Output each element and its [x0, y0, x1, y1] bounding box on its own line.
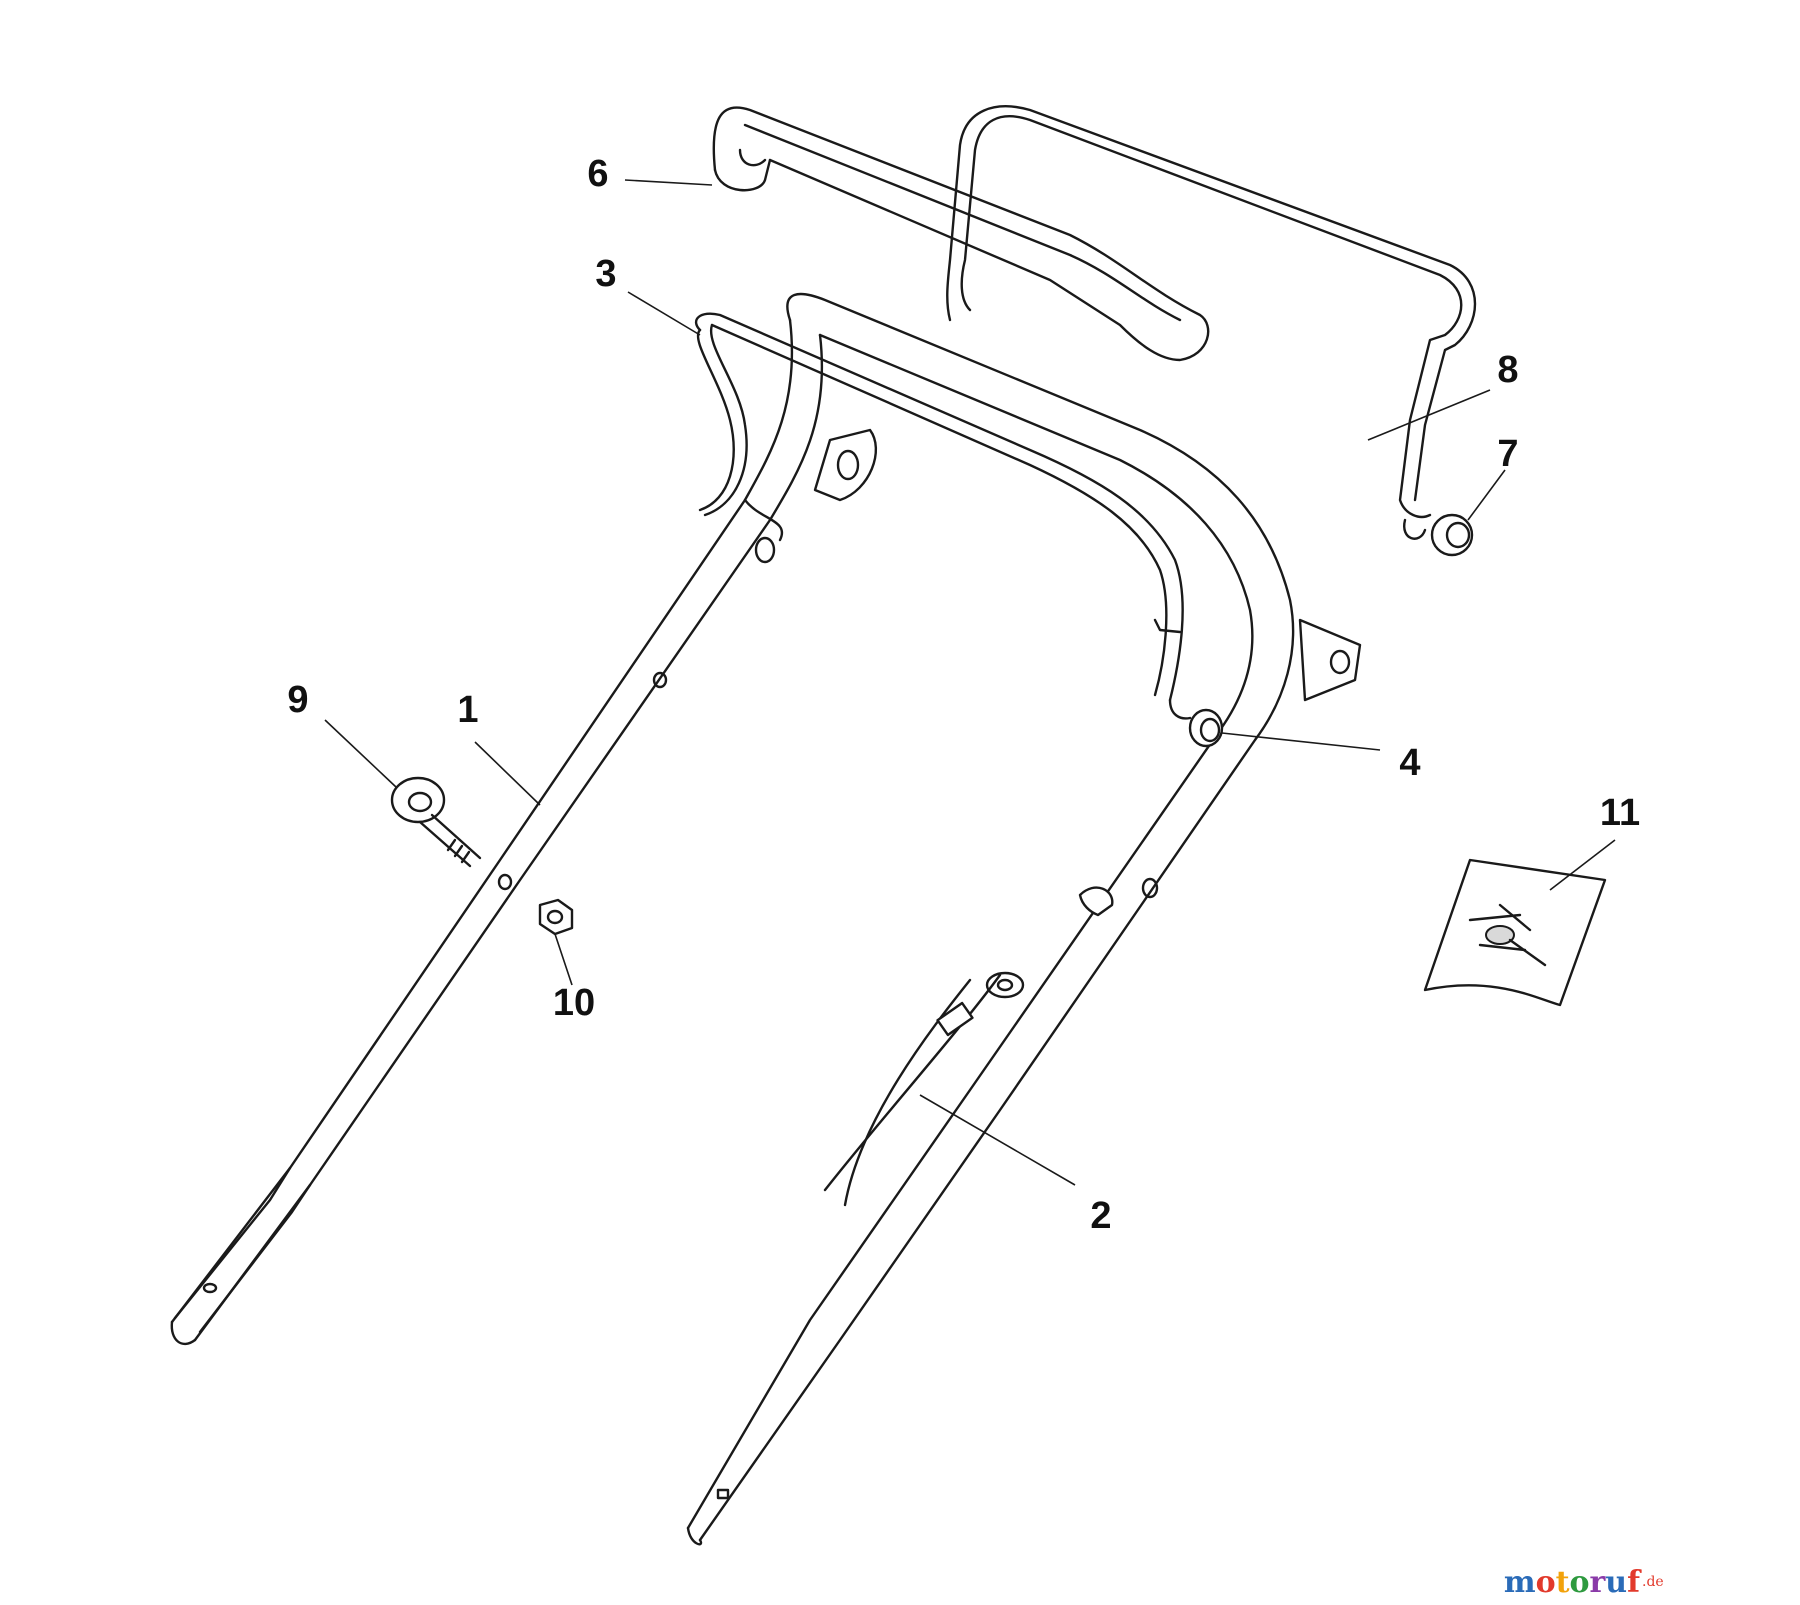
callout-6: 6	[587, 153, 608, 195]
leader-2	[919, 1094, 1076, 1186]
callout-11: 11	[1600, 792, 1640, 834]
callout-labels: 1 2 3 4 6 7 8 9 10 11	[287, 153, 1640, 1237]
callout-7: 7	[1497, 433, 1518, 475]
callout-3: 3	[595, 253, 616, 295]
leader-1	[474, 741, 541, 806]
leader-6	[624, 179, 713, 186]
part-1-lower-handle-tube	[170, 318, 878, 1346]
callout-2: 2	[1090, 1195, 1111, 1237]
part-2-upper-handle-tube	[686, 292, 1362, 1546]
part-3-control-lever	[694, 312, 1192, 720]
part-8-bail-rod	[946, 105, 1477, 540]
leader-9	[324, 719, 397, 788]
part-7-bush	[1430, 513, 1474, 557]
callout-4: 4	[1399, 742, 1420, 784]
leader-8	[1367, 389, 1491, 441]
callout-8: 8	[1497, 349, 1518, 391]
part-6-handle-grip	[712, 106, 1210, 362]
callout-10: 10	[553, 982, 595, 1024]
part-10-nut	[538, 898, 574, 936]
callout-1: 1	[457, 689, 478, 731]
leader-10	[554, 933, 573, 986]
brand-watermark: motoruf .de	[1504, 1565, 1664, 1600]
callout-9: 9	[287, 679, 308, 721]
leader-4	[1221, 732, 1381, 751]
part-4-bush	[1188, 708, 1224, 748]
leader-11	[1549, 839, 1616, 891]
leader-3	[627, 291, 701, 336]
leader-7	[1467, 469, 1506, 521]
part-9-eye-bolt	[390, 776, 482, 868]
brand-logo: motoruf	[1504, 1565, 1642, 1600]
part-11-hardware-kit	[1423, 858, 1607, 1007]
leader-lines	[324, 179, 1616, 1186]
brand-suffix: .de	[1642, 1574, 1664, 1590]
